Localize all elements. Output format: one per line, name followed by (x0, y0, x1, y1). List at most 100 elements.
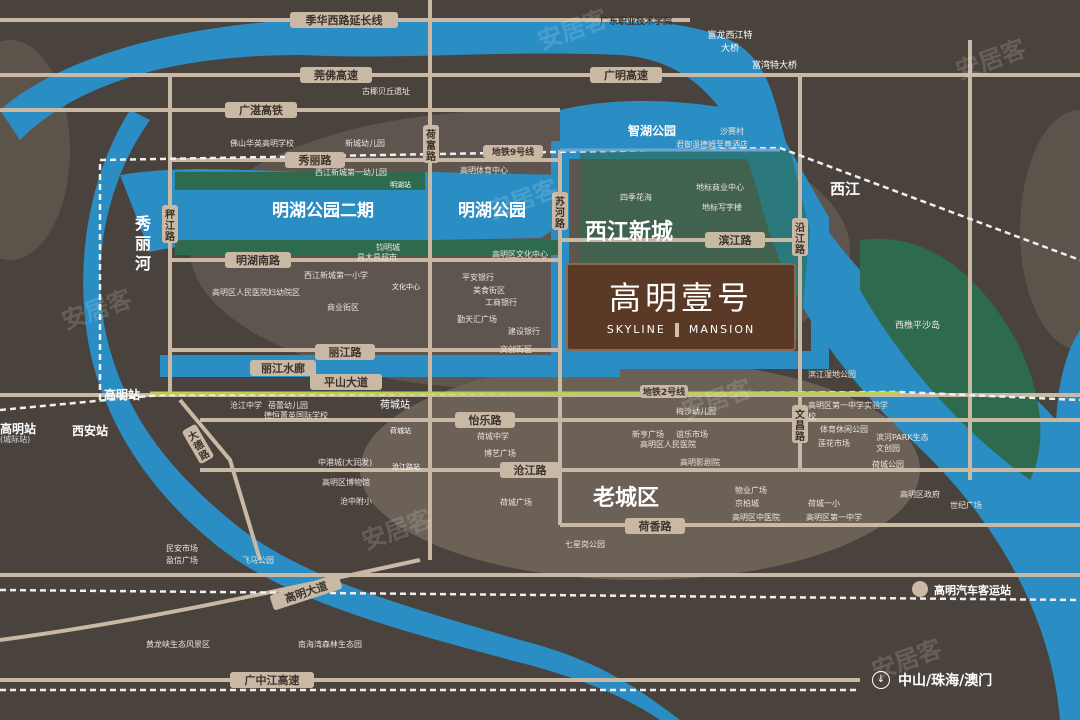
poi-ccb[interactable]: 建设银行 (508, 327, 540, 336)
area-old-town: 老城区 (593, 486, 660, 511)
poi-yingxin[interactable]: 盈信广场 (166, 556, 198, 565)
station-gaoming[interactable]: 高明站 (104, 388, 141, 402)
poi-beilei-kg[interactable]: 蓓蕾幼儿园 (268, 401, 308, 410)
poi-deheng[interactable]: 德恒菁英国际学校 (264, 411, 328, 420)
poi-guye[interactable]: 古椰贝丘遗址 (362, 87, 410, 96)
poi-pingan[interactable]: 平安银行 (462, 273, 494, 282)
area-xiuli-river: 秀丽河 (135, 214, 152, 273)
bus-icon (912, 581, 928, 597)
direction-hint: ↓ 中山/珠海/澳门 (872, 670, 992, 690)
poi-hecheng-ms[interactable]: 荷城中学 (477, 432, 509, 441)
station-cangjiang[interactable]: 沧江路站 (392, 463, 420, 471)
area-xijiang-new-city: 西江新城 (585, 220, 674, 245)
poi-nanhaiwan[interactable]: 南海湾森林生态园 (298, 640, 362, 649)
station-bus[interactable]: 高明汽车客运站 (934, 584, 1011, 597)
poi-wetland[interactable]: 滨江湿地公园 (808, 370, 856, 379)
station-hecheng-small[interactable]: 荷城站 (390, 427, 411, 435)
poi-xinheng[interactable]: 新亨广场 (632, 430, 664, 439)
poi-cangjiang-ms[interactable]: 沧江中学 (230, 401, 262, 410)
poi-cinema[interactable]: 高明影剧院 (680, 458, 720, 467)
label-hefu: 荷富路 (425, 128, 437, 163)
poi-boyi[interactable]: 博艺广场 (484, 449, 516, 458)
poi-jingbai[interactable]: 京柏城 (735, 499, 759, 508)
poi-junmingcheng[interactable]: 钧明城 (376, 243, 400, 252)
poi-feima[interactable]: 飞马公园 (242, 556, 274, 565)
label-pingshan: 平山大道 (324, 375, 368, 389)
area-xiqiao: 西樵平沙岛 (895, 321, 941, 331)
station-hecheng[interactable]: 荷城站 (380, 400, 410, 411)
poi-maternity[interactable]: 高明区人民医院妇幼院区 (212, 288, 300, 297)
poi-sports-park[interactable]: 体育休闲公园 (820, 425, 868, 434)
xijiang-river (0, 18, 1080, 720)
poi-no1-exp[interactable]: 高明区第一中学实验学校 (808, 401, 888, 421)
park-strip-2 (175, 240, 560, 255)
poi-yile-market[interactable]: 谊乐市场 (676, 430, 708, 439)
poi-huanglongxia[interactable]: 黄龙峡生态风景区 (146, 640, 210, 649)
label-wenchang: 文昌路 (795, 408, 806, 443)
poi-icbc[interactable]: 工商银行 (485, 298, 517, 307)
label-metro9: 地铁9号线 (492, 146, 534, 158)
park-strip-1 (175, 172, 425, 190)
zhihu-lake (560, 100, 780, 150)
poi-food-street[interactable]: 美食街区 (473, 286, 505, 295)
poi-wuye[interactable]: 物业广场 (735, 486, 767, 495)
station-xian[interactable]: 西安站 (72, 424, 109, 438)
poi-government[interactable]: 高明区政府 (900, 490, 940, 499)
poi-hecheng-ps1[interactable]: 荷城一小 (808, 499, 840, 508)
label-jihua: 季华西路延长线 (305, 13, 383, 27)
project-name-en-2: MANSION (688, 323, 756, 336)
poi-qintianhui[interactable]: 勤天汇广场 (457, 315, 497, 324)
area-minghu: 明湖公园 (458, 201, 526, 221)
poi-culture-center[interactable]: 高明区文化中心 (492, 250, 548, 259)
label-yanjiang: 沿江路 (795, 221, 806, 256)
area-zhihu: 智湖公园 (628, 124, 677, 138)
poi-commercial-street[interactable]: 商业街区 (327, 303, 359, 312)
poi-hospital[interactable]: 高明区人民医院 (640, 440, 696, 449)
poi-lianhua[interactable]: 莲花市场 (818, 439, 850, 448)
poi-huaying[interactable]: 佛山华英高明学校 (230, 139, 294, 148)
label-hexiang: 荷香路 (638, 519, 673, 533)
station-minghu[interactable]: 明湖站 (390, 181, 411, 189)
poi-xincheng-kg[interactable]: 新城幼儿园 (345, 139, 385, 148)
poi-cangzhong-ps[interactable]: 沧中附小 (340, 497, 372, 506)
zone-right (1020, 110, 1080, 350)
area-xijiang-river: 西江 (830, 180, 861, 198)
road-labels: 季华西路延长线 莞佛高速 广明高速 广湛高铁 秀丽路 明湖南路 丽江路 丽江水廊… (225, 12, 765, 688)
poi-hecheng-plaza[interactable]: 荷城广场 (500, 498, 532, 507)
poi-landmark-office[interactable]: 地标写字楼 (702, 203, 742, 212)
poi-changdachang[interactable]: 昌大昌超市 (357, 253, 397, 262)
poi-hecheng-park[interactable]: 荷城公园 (872, 460, 904, 469)
label-metro2: 地铁2号线 (643, 386, 685, 398)
poi-minan[interactable]: 民安市场 (166, 544, 198, 553)
project-box[interactable]: 高明壹号 SKYLINE MANSION (566, 263, 796, 351)
poi-landmark-mall[interactable]: 地标商业中心 (696, 183, 744, 192)
station-gaoming-left[interactable]: 高明站 (0, 422, 37, 436)
label-xiuli-rd: 秀丽路 (298, 153, 333, 167)
minghu-lake-east (430, 172, 564, 240)
station-wenhua[interactable]: 文化中心 (392, 283, 420, 291)
direction-text: 中山/珠海/澳门 (898, 673, 993, 689)
poi-zhonggang[interactable]: 中港城(大润发) (318, 458, 373, 467)
poi-creative-street[interactable]: 文创街区 (500, 345, 532, 354)
poi-binhe-park[interactable]: 滨河PARK生态文创园 (876, 433, 929, 453)
poi-museum[interactable]: 高明区博物馆 (322, 478, 370, 487)
poi-no1-ms[interactable]: 高明区第一中学 (806, 513, 862, 522)
poi-xijiang-primary[interactable]: 西江新城第一小学 (304, 271, 368, 280)
poi-tcm-hospital[interactable]: 高明区中医院 (732, 513, 780, 522)
arrow-down-icon: ↓ (872, 671, 890, 689)
poi-century-plaza[interactable]: 世纪广场 (950, 501, 982, 510)
poi-sijihuahai[interactable]: 四季花海 (620, 193, 652, 202)
poi-qixinggang[interactable]: 七星岗公园 (565, 540, 605, 549)
project-name-cn: 高明壹号 (608, 279, 753, 317)
project-name-en-1: SKYLINE (606, 323, 666, 336)
poi-wyndham[interactable]: 君御温德姆至尊酒店 (676, 140, 748, 149)
label-lijiang-prom: 丽江水廊 (261, 361, 305, 375)
poi-meisha-kg[interactable]: 梅沙幼儿园 (676, 407, 716, 416)
poi-shasai[interactable]: 沙赛村 (720, 127, 744, 136)
poi-xijiang-kg1[interactable]: 西江新城第一幼儿园 (315, 168, 387, 177)
station-gaoming-left-sub: (城际站) (0, 435, 31, 444)
poi-sports-center[interactable]: 高明体育中心 (460, 166, 508, 175)
river-right-edge (1056, 330, 1080, 470)
